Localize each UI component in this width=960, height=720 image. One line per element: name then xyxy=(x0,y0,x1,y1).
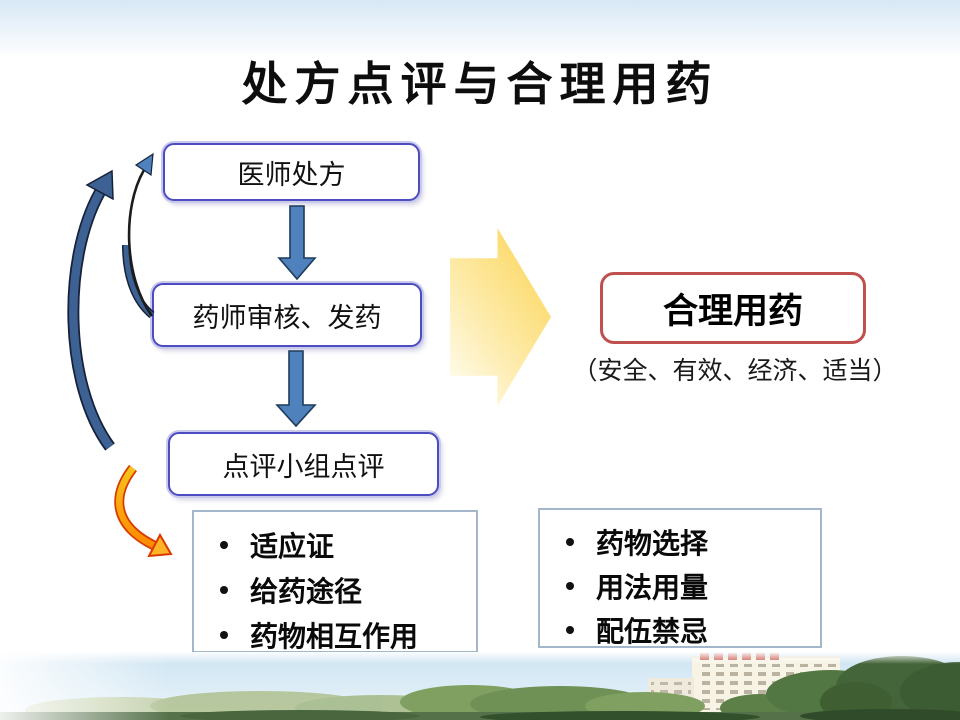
list-item-label: 药物选择 xyxy=(596,527,709,560)
down-arrow-icon xyxy=(277,205,317,281)
down-arrow-icon xyxy=(275,350,317,428)
bullet-icon xyxy=(566,626,574,634)
bullet-icon xyxy=(220,630,228,639)
list-item: 用法用量 xyxy=(566,564,820,608)
list-item: 配伍禁忌 xyxy=(566,608,820,652)
bullet-icon xyxy=(566,538,574,546)
list-item-label: 给药途径 xyxy=(250,574,363,608)
loop-arrow-small-icon xyxy=(122,152,155,319)
list-item: 药物选择 xyxy=(566,520,820,564)
list-item-label: 用法用量 xyxy=(596,571,709,604)
list-item: 适应证 xyxy=(220,522,476,567)
flow-box-label: 点评小组点评 xyxy=(222,451,385,483)
review-list-medication: 药物选择 用法用量 配伍禁忌 xyxy=(538,508,822,648)
curved-orange-arrow-icon xyxy=(114,464,173,558)
slide-title: 处方点评与合理用药 xyxy=(241,57,719,111)
photo-top-fade xyxy=(0,652,960,664)
flow-box-physician-prescription: 医师处方 xyxy=(163,143,420,201)
bullet-icon xyxy=(566,582,574,590)
review-list-prescription: 适应证 给药途径 药物相互作用 xyxy=(192,510,478,653)
result-box: 合理用药 xyxy=(600,272,866,344)
result-note: （安全、有效、经济、适当） xyxy=(572,356,898,385)
photo-trees xyxy=(0,656,960,720)
photo-left-fade xyxy=(0,652,170,720)
top-sky-gradient xyxy=(0,0,960,58)
flow-box-label: 药师审核、发药 xyxy=(192,302,382,334)
hospital-photo xyxy=(0,652,960,720)
result-label: 合理用药 xyxy=(662,291,803,332)
list-item: 给药途径 xyxy=(220,567,476,612)
list-item-label: 药物相互作用 xyxy=(250,619,419,653)
flow-box-review-group: 点评小组点评 xyxy=(168,432,439,496)
feedback-arrows xyxy=(67,152,173,558)
loop-arrow-large-icon xyxy=(67,169,115,451)
list-item-label: 配伍禁忌 xyxy=(596,615,709,648)
bullet-icon xyxy=(220,585,228,594)
list-item-label: 适应证 xyxy=(250,529,335,563)
flow-box-label: 医师处方 xyxy=(237,159,346,191)
bullet-icon xyxy=(220,540,228,549)
list-item: 药物相互作用 xyxy=(220,612,476,657)
big-right-arrow-icon xyxy=(450,228,551,406)
flow-box-pharmacist-review: 药师审核、发药 xyxy=(152,283,422,347)
